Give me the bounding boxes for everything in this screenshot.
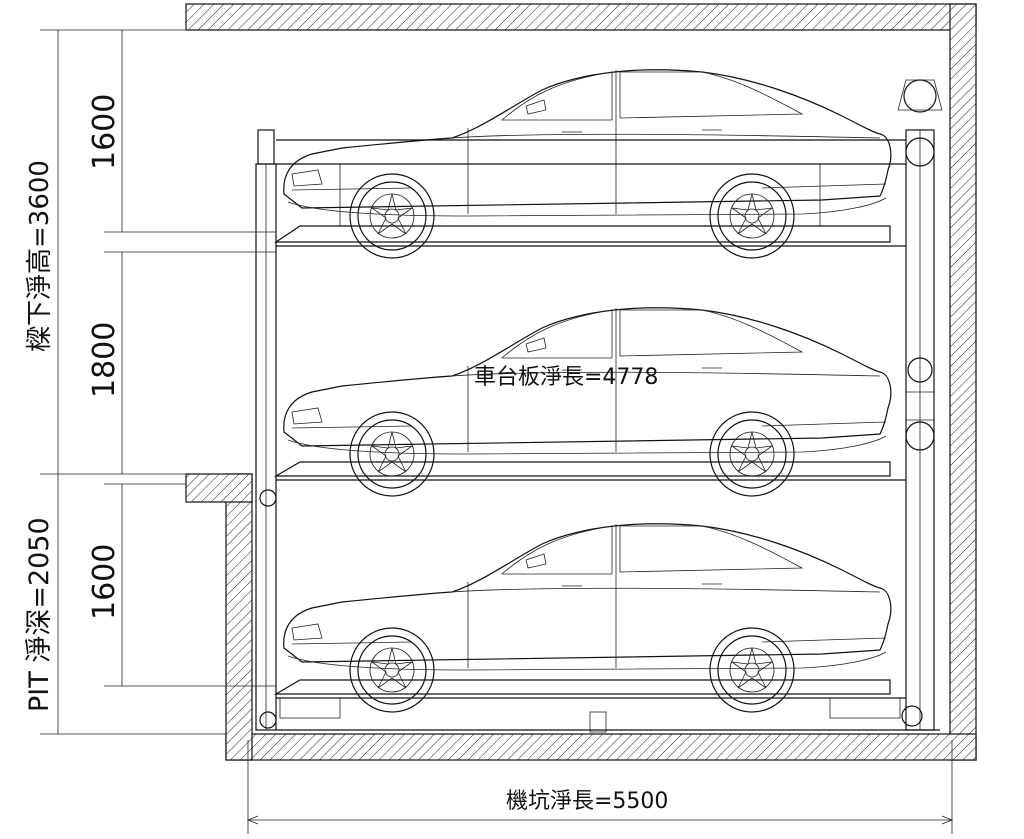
ground-slab — [185, 473, 253, 503]
beam-clear-height-label: 樑下淨高=3600 — [25, 160, 55, 352]
middle-platform — [273, 461, 906, 481]
pit-floor — [225, 733, 977, 761]
middle-level-height-label: 1800 — [87, 322, 122, 398]
right-column — [897, 79, 943, 731]
upper-platform — [274, 139, 906, 247]
pit-length-label: 機坑淨長=5500 — [506, 789, 668, 814]
dimension-lines — [40, 29, 954, 834]
pit-depth-label: PIT 淨深=2050 — [24, 517, 55, 712]
pit-platform — [273, 679, 940, 733]
car-pit — [283, 523, 892, 713]
left-pit-wall — [225, 473, 253, 761]
pit-level-height-label: 1600 — [87, 544, 122, 620]
left-column — [255, 129, 277, 731]
car-middle — [283, 307, 892, 497]
platform-length-label: 車台板淨長=4778 — [474, 365, 658, 390]
ceiling-wall — [185, 3, 977, 31]
right-wall — [949, 3, 977, 761]
upper-level-height-label: 1600 — [87, 94, 122, 170]
